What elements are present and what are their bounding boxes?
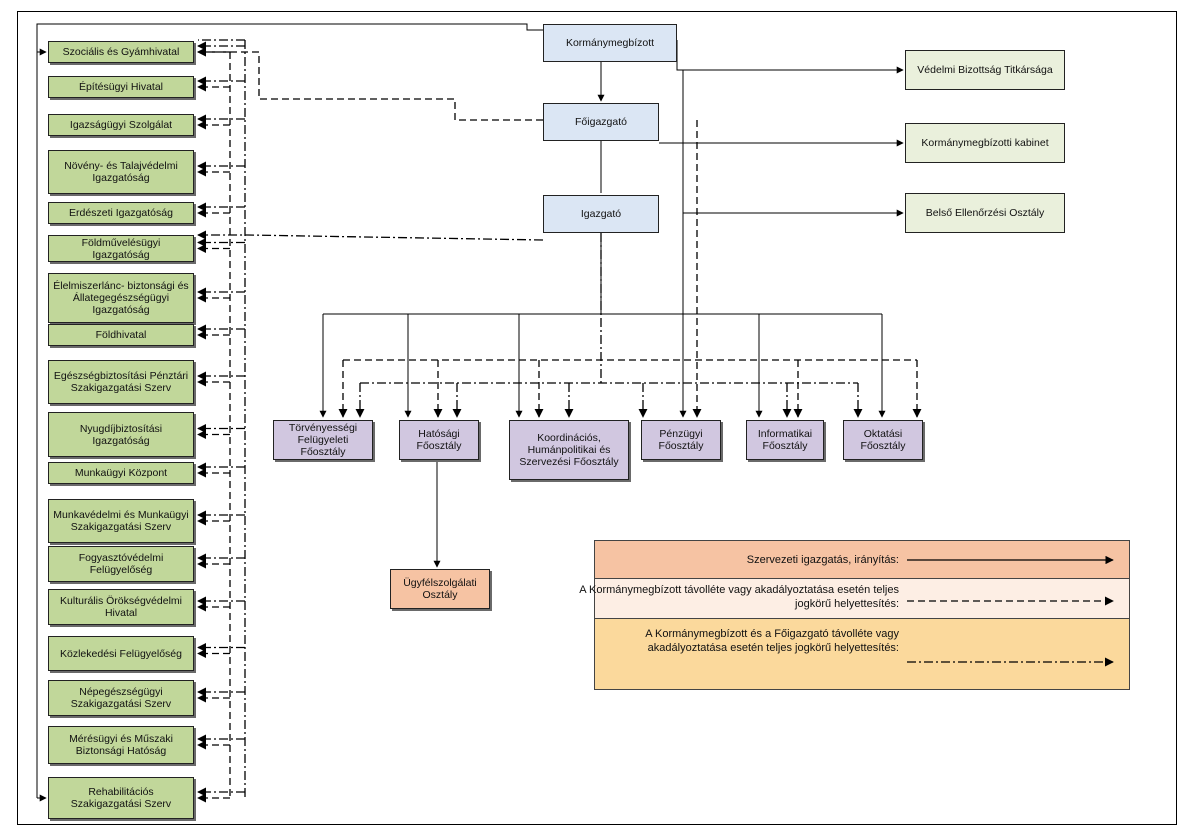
office-meresugyi: Mérésügyi és Műszaki Biztonsági Hatóság: [48, 726, 194, 764]
office-szocialis: Szociális és Gyámhivatal: [48, 41, 194, 63]
kabinet-box: Kormánymegbízotti kabinet: [905, 123, 1065, 163]
diagram-frame: [17, 11, 1177, 825]
legend-solid-line: [907, 555, 1114, 565]
office-igazsagugyi: Igazságügyi Szolgálat: [48, 114, 194, 136]
legend: Szervezeti igazgatás, irányítás: A Kormá…: [579, 540, 1130, 690]
legend-row-solid: Szervezeti igazgatás, irányítás:: [595, 541, 1129, 579]
legend-dashed-label: A Kormánymegbízott távolléte vagy akadál…: [579, 584, 899, 610]
dept-hatosagi: Hatósági Főosztály: [399, 420, 479, 460]
office-epitesugyi: Építésügyi Hivatal: [48, 76, 194, 98]
legend-row-dashdot: A Kormánymegbízott és a Főigazgató távol…: [595, 619, 1129, 689]
office-nyugdijbiztositasi: Nyugdíjbiztosítási Igazgatóság: [48, 412, 194, 457]
solid-left-trunk: [36, 23, 543, 798]
dept-torvenyessegi: Törvényességi Felügyeleti Főosztály: [273, 420, 373, 460]
office-noveny-talaj: Növény- és Talajvédelmi Igazgatóság: [48, 150, 194, 194]
office-rehabilitacios: Rehabilitációs Szakigazgatási Szerv: [48, 777, 194, 819]
office-foldmuvelesugyi: Földművelésügyi Igazgatóság: [48, 235, 194, 262]
legend-dashdot-line: [907, 657, 1114, 667]
dashed-to-szocialis: [197, 47, 543, 121]
vedelmi-bizottsag-box: Védelmi Bizottság Titkársága: [905, 50, 1065, 90]
legend-dashed-line: [907, 596, 1114, 606]
office-elelmiszerlanc: Élelmiszerlánc- biztonsági és Állategegé…: [48, 273, 194, 323]
office-munkaugyi-kozpont: Munkaügyi Központ: [48, 462, 194, 484]
legend-dashdot-label: A Kormánymegbízott és a Főigazgató távol…: [645, 628, 899, 654]
office-erdeszeti: Erdészeti Igazgatóság: [48, 202, 194, 224]
office-egeszsegbiztositasi: Egészségbiztosítási Pénztári Szakigazgat…: [48, 360, 194, 404]
solid-to-vedelmi: [676, 40, 904, 74]
igazgato-box: Igazgató: [543, 195, 659, 233]
office-foldhivatal: Földhivatal: [48, 324, 194, 346]
kormanymegbizott-box: Kormánymegbízott: [543, 24, 677, 62]
ugyfelszolgalati-box: Ügyfélszolgálati Osztály: [390, 569, 490, 609]
dept-koordinacios: Koordinációs, Humánpolitikai és Szervezé…: [509, 420, 629, 480]
dept-informatikai: Informatikai Főosztály: [746, 420, 824, 460]
foigazgato-box: Főigazgató: [543, 103, 659, 141]
office-nepegeszsegugyi: Népegészségügyi Szakigazgatási Szerv: [48, 680, 194, 716]
dashdot-igaz-left: [197, 230, 544, 241]
office-munkavedelmi: Munkavédelmi és Munkaügyi Szakigazgatási…: [48, 499, 194, 543]
dept-penzugyi: Pénzügyi Főosztály: [641, 420, 721, 460]
office-kulturalis-oroksegvedelmi: Kulturális Örökségvédelmi Hivatal: [48, 589, 194, 625]
office-fogyasztovedelmi: Fogyasztóvédelmi Felügyelőség: [48, 546, 194, 582]
legend-row-dashed: A Kormánymegbízott távolléte vagy akadál…: [579, 579, 1129, 619]
office-kozlekedesi: Közlekedési Felügyelőség: [48, 636, 194, 671]
belso-ellenorzes-box: Belső Ellenőrzési Osztály: [905, 193, 1065, 233]
legend-solid-label: Szervezeti igazgatás, irányítás:: [746, 554, 899, 566]
dept-oktatasi: Oktatási Főosztály: [843, 420, 923, 460]
